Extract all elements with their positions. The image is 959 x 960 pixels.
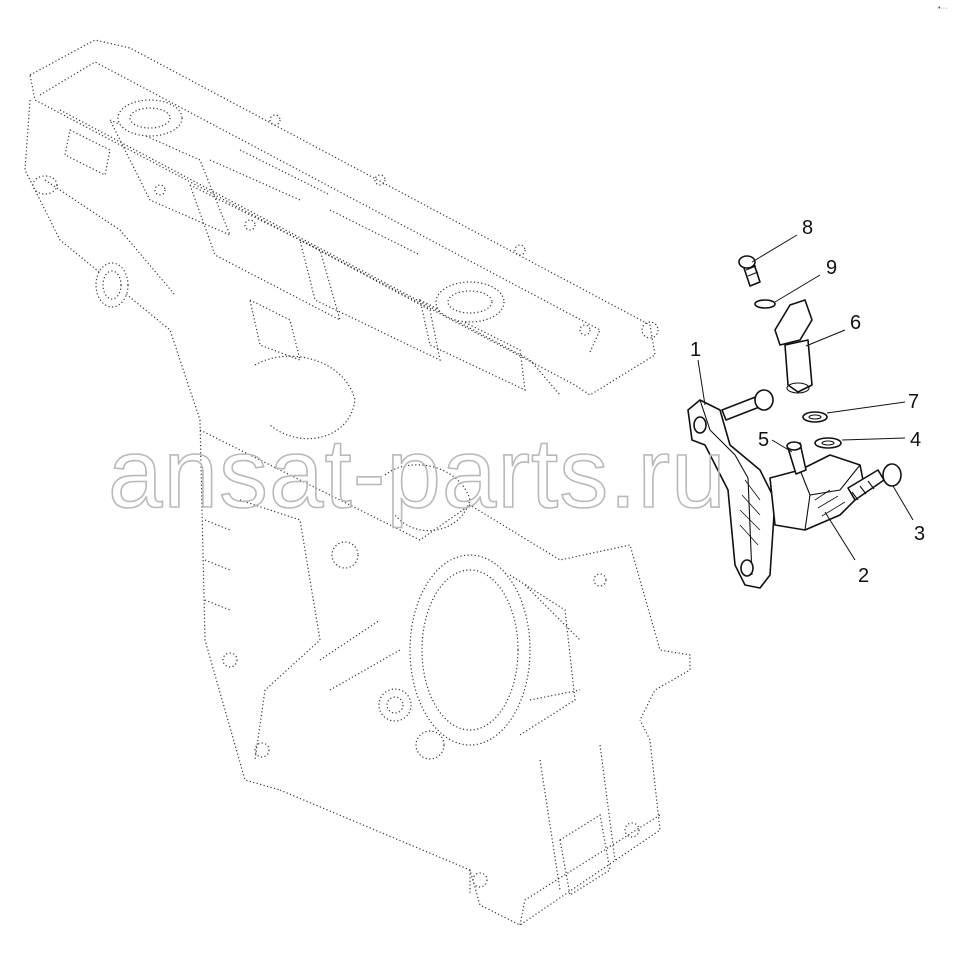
callout-8: 8 bbox=[802, 217, 813, 239]
part-6-sensor bbox=[774, 299, 813, 394]
part-8-bolt bbox=[738, 255, 761, 287]
part-4-washer bbox=[814, 437, 842, 449]
callout-1: 1 bbox=[690, 339, 701, 361]
watermark-text: ansat-parts.ru bbox=[108, 418, 727, 528]
callout-9: 9 bbox=[826, 257, 837, 279]
callout-2: 2 bbox=[858, 565, 869, 587]
callout-4: 4 bbox=[910, 429, 921, 451]
callout-3: 3 bbox=[914, 523, 925, 545]
engine-block-outline bbox=[24, 39, 691, 926]
part-7-o-ring bbox=[802, 411, 828, 423]
callout-6: 6 bbox=[850, 312, 861, 334]
part-9-washer bbox=[754, 299, 776, 309]
part-5-screw bbox=[786, 441, 807, 475]
part-3-bolt bbox=[847, 463, 902, 501]
corner-mark: •··· bbox=[938, 5, 947, 12]
part-1-bracket bbox=[687, 399, 776, 589]
callout-7: 7 bbox=[908, 391, 919, 413]
leader-lines bbox=[697, 234, 914, 561]
bracket-bolt bbox=[721, 389, 774, 421]
callout-5: 5 bbox=[758, 429, 769, 451]
